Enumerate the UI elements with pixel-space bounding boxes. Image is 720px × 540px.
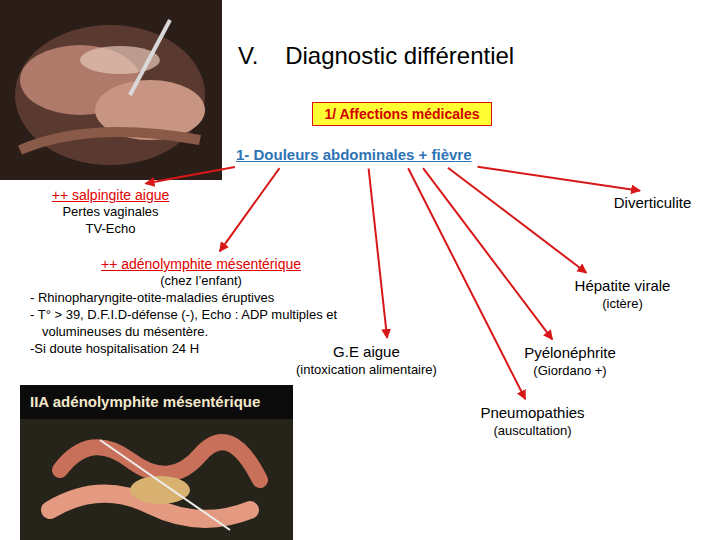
node-heading: Hépatite virale [569,276,676,296]
category-box: 1/ Affections médicales [312,102,492,126]
photo-band [20,385,293,419]
diagnosis-item: Pyélonéphrite(Giordano +) [515,341,625,381]
arrow-connector [478,167,641,191]
diagnosis-item: Hépatite virale(ictère) [565,274,680,314]
node-detail: (chez l’enfant) [30,273,372,290]
node-heading: 1/ Affections médicales [317,105,487,123]
photo-tissue [15,25,205,165]
node-heading: ++ salpingite aigue [32,186,189,204]
node-detail: (intoxication alimentaire) [296,362,437,379]
photo-tissue [20,132,200,150]
laparoscopy-photo [0,0,222,180]
node-heading: Diverticulite [604,193,701,213]
node-heading: G.E aigue [296,342,437,362]
diagnosis-item: G.E aigue(intoxication alimentaire) [292,340,441,380]
arrow-connector [448,168,587,273]
photo-intestine [60,442,260,480]
node-heading: Pneumopathies [474,403,591,423]
arrow-connector [369,169,388,339]
diagnosis-item: Diverticulite [600,191,705,215]
heading-text: 1- Douleurs abdominales + fièvre [232,143,476,167]
diagnosis-item: Pneumopathies(auscultation) [470,401,595,441]
diagnosis-item: ++ salpingite aiguePertes vaginalesTV-Ec… [28,184,193,240]
slide-title: V. Diagnostic différentiel [238,42,514,70]
photo-instrument [130,20,170,95]
node-detail: - Rhinopharyngite-otite-maladies éruptiv… [30,290,372,307]
node-detail: TV-Echo [32,221,189,238]
photo-mesentery [130,476,190,504]
node-heading: 1- Douleurs abdominales + fièvre [236,145,472,165]
node-detail: -Si doute hospitalisation 24 H [30,341,372,358]
node-detail: - T° > 39, D.F.I.D-défense (-), Echo : A… [30,307,372,341]
node-detail: (auscultation) [474,423,591,440]
node-detail: Pertes vaginales [32,204,189,221]
photo-caption: IIA adénolymphite mésentérique [30,393,260,410]
node-detail: (Giordano +) [519,363,621,380]
diagnosis-item: ++ adénolymphite mésentérique(chez l’enf… [26,253,376,360]
surgery-photo [20,385,293,540]
photo-instrument [100,440,230,530]
arrow-connector [423,168,552,339]
arrow-connector [220,168,280,251]
node-detail: (ictère) [569,296,676,313]
arrow-connector [146,167,235,184]
node-heading: Pyélonéphrite [519,343,621,363]
node-heading: ++ adénolymphite mésentérique [30,255,372,273]
